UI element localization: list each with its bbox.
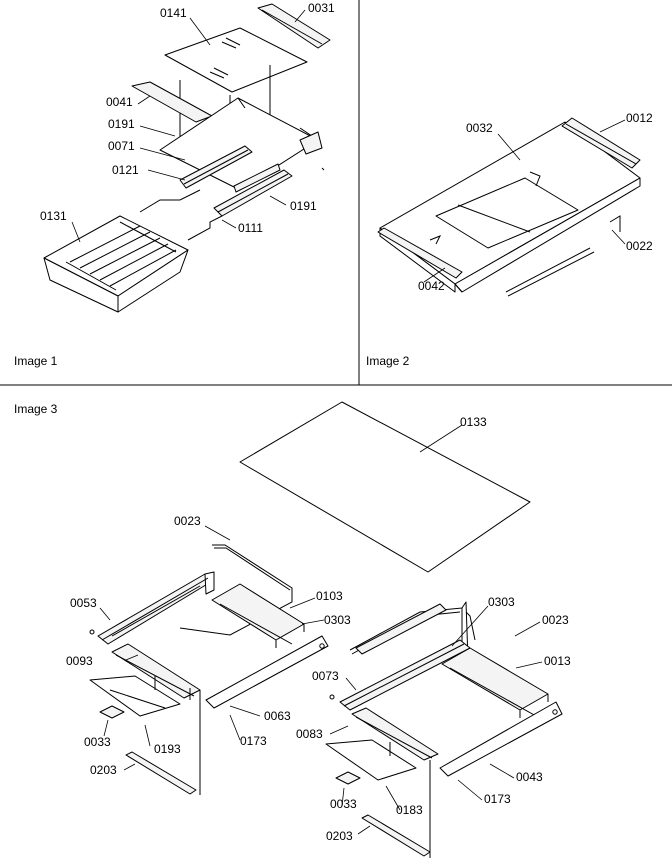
label-0023-right: 0023	[542, 613, 569, 627]
side-plate-0063	[205, 635, 329, 709]
label-0141: 0141	[160, 6, 187, 20]
label-0083: 0083	[296, 727, 323, 741]
image1-diagram	[43, 3, 331, 313]
label-0111: 0111	[238, 221, 263, 235]
label-0303-right: 0303	[488, 595, 515, 609]
left-shelf-assembly	[89, 544, 329, 795]
label-0121: 0121	[112, 163, 139, 177]
label-0041: 0041	[106, 95, 133, 109]
label-0173-left: 0173	[240, 734, 267, 748]
label-0032: 0032	[466, 121, 493, 135]
crisper-cover-0183	[325, 739, 417, 781]
label-0093: 0093	[66, 654, 93, 668]
glass-shelf-0133	[239, 401, 531, 573]
back-trim-0031	[257, 3, 331, 49]
label-0133: 0133	[460, 415, 487, 429]
label-0203-right: 0203	[326, 829, 353, 843]
label-0191-bottom: 0191	[290, 199, 317, 213]
right-shelf-assembly	[325, 601, 563, 858]
label-0053: 0053	[70, 596, 97, 610]
clip-0033-right	[335, 771, 361, 785]
front-trim-0041	[131, 81, 213, 123]
label-0033-left: 0033	[84, 735, 111, 749]
label-0173-right: 0173	[484, 792, 511, 806]
label-0033-right: 0033	[330, 797, 357, 811]
glass-shelf-0141	[164, 27, 308, 93]
label-0023-left: 0023	[174, 514, 201, 528]
front-rail-0083	[351, 707, 439, 761]
label-0063: 0063	[264, 709, 291, 723]
side-rail-0103	[211, 583, 305, 641]
label-0191-top: 0191	[108, 117, 135, 131]
label-0043: 0043	[516, 770, 543, 784]
bottom-trim-0203-right	[361, 814, 431, 857]
label-0013: 0013	[544, 654, 571, 668]
caption-image2: Image 2	[366, 354, 410, 368]
label-0303-left: 0303	[324, 613, 351, 627]
image2-diagram	[377, 117, 641, 297]
caption-image3: Image 3	[14, 402, 58, 416]
side-rail-0303-right	[355, 603, 447, 655]
label-0183: 0183	[396, 803, 423, 817]
bottom-trim-0203-left	[125, 751, 197, 795]
label-0203-left: 0203	[90, 763, 117, 777]
label-0012: 0012	[626, 111, 653, 125]
crisper-drawer-0131	[43, 215, 189, 313]
label-0103: 0103	[316, 589, 343, 603]
label-0073: 0073	[312, 669, 339, 683]
label-0131: 0131	[40, 209, 67, 223]
side-plate-0043	[439, 701, 563, 777]
caption-image1: Image 1	[14, 354, 58, 368]
label-0071: 0071	[108, 139, 135, 153]
front-trim-0042	[377, 227, 463, 279]
label-0022: 0022	[626, 239, 653, 253]
label-0031: 0031	[308, 1, 335, 15]
label-0042: 0042	[418, 279, 445, 293]
label-0193: 0193	[154, 742, 181, 756]
clip-0033-left	[99, 705, 125, 719]
side-rail-0013	[441, 647, 549, 711]
